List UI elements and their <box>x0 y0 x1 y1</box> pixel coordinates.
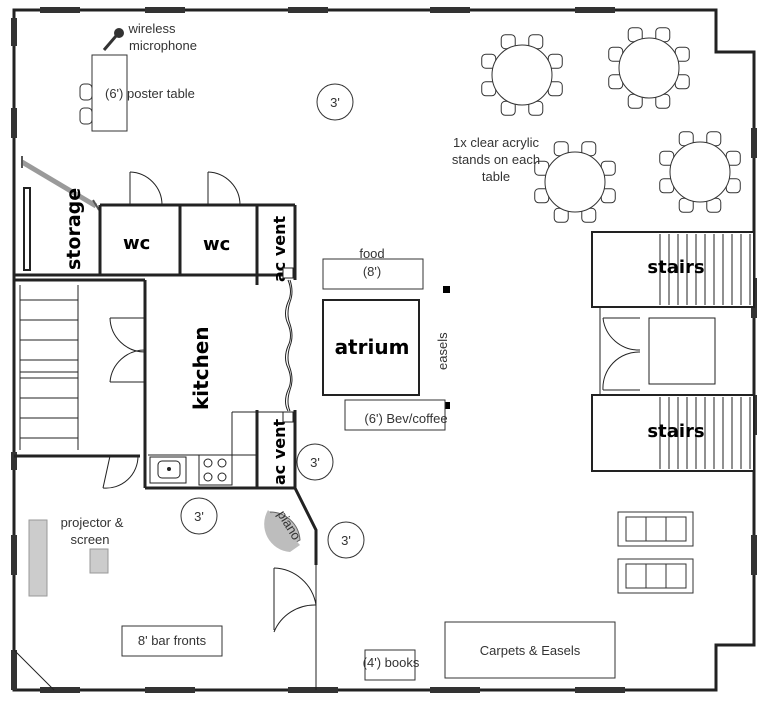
circle-right-label: 3' <box>341 533 351 548</box>
circle-mid-label: 3' <box>310 455 320 470</box>
projector-area: projector & screen 8' bar fronts <box>28 515 223 657</box>
ac-vent-top-label: ac vent <box>270 215 289 282</box>
food-label: food <box>359 246 384 261</box>
easel-marker-bottom <box>443 402 450 409</box>
circles-3ft: 3' 3' 3' 3' <box>180 83 365 559</box>
acrylic-note-1: 1x clear acrylic <box>453 135 539 150</box>
piano-corner: piano <box>264 487 318 690</box>
mic-label-1: wireless <box>128 21 176 36</box>
acrylic-note-3: table <box>482 169 510 184</box>
outer-walls <box>11 7 757 693</box>
storage-label: storage <box>63 188 85 270</box>
easels-label: easels <box>435 332 450 370</box>
projector-label-1: projector & <box>61 515 124 530</box>
circle-left-label: 3' <box>194 509 204 524</box>
mic-and-poster: wireless microphone (6') poster table <box>79 21 197 132</box>
poster-table-label: (6') poster table <box>105 86 195 101</box>
round-table <box>608 27 690 109</box>
table-top <box>618 37 680 99</box>
bev-coffee-label: (6') Bev/coffee <box>364 411 447 426</box>
mic-label-2: microphone <box>129 38 197 53</box>
bottom-tables: (4') books Carpets & Easels <box>363 621 616 681</box>
table-top <box>491 44 553 106</box>
acrylic-note-2: stands on each <box>452 152 540 167</box>
benches <box>617 511 694 594</box>
easel-marker-top <box>443 286 450 293</box>
wc-rooms: wc wc ac vent <box>98 171 297 285</box>
left-stairs <box>14 278 146 489</box>
circle-top-label: 3' <box>330 95 340 110</box>
kitchen: kitchen ac vent <box>143 279 297 490</box>
books-label: (4') books <box>363 655 420 670</box>
atrium-label: atrium <box>335 335 410 359</box>
ac-vent-bottom-label: ac vent <box>270 418 289 485</box>
round-table <box>481 34 563 116</box>
kitchen-label: kitchen <box>189 326 213 410</box>
table-top <box>669 141 731 203</box>
wc1-label: wc <box>123 233 150 254</box>
table-top <box>544 151 606 213</box>
stairs-top-label: stairs <box>647 257 704 278</box>
round-tables <box>481 27 741 223</box>
food-size-label: (8') <box>363 264 381 279</box>
atrium-area: food (8') atrium easels (6') Bev/coffee <box>322 246 450 431</box>
right-stairs: stairs stairs <box>591 231 755 472</box>
wc2-label: wc <box>203 234 230 255</box>
round-table <box>534 141 616 223</box>
storage-room: storage <box>12 156 100 277</box>
bar-fronts-label: 8' bar fronts <box>138 633 207 648</box>
carpets-easels-label: Carpets & Easels <box>480 643 581 658</box>
microphone-icon <box>102 28 124 51</box>
projector-label-2: screen <box>70 532 109 547</box>
round-table <box>659 131 741 213</box>
stairs-bottom-label: stairs <box>647 421 704 442</box>
